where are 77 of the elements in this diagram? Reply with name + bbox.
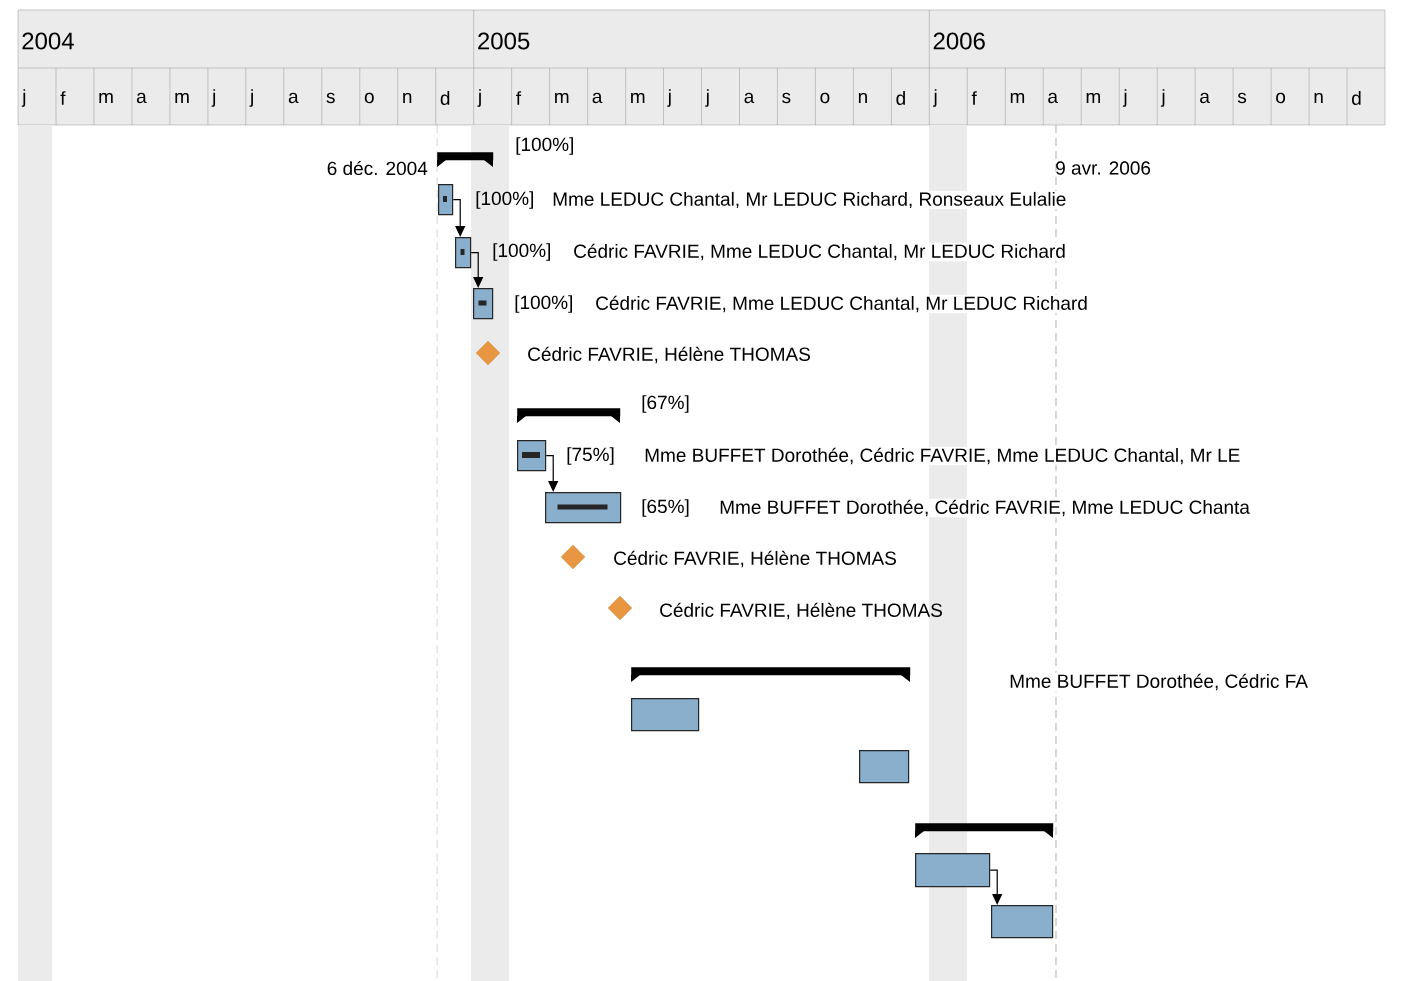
task-label: [100%] (493, 243, 550, 261)
month-label: n (403, 92, 412, 104)
task-bar (859, 750, 910, 784)
summary-bar (437, 152, 494, 167)
task-label: Mme LEDUC Chantal, Mr LEDUC Richard, Ronseaux Eulalie (553, 191, 1066, 209)
month-label: d (1352, 91, 1361, 105)
year-label: 2005 (478, 32, 530, 50)
month-label: m (555, 92, 569, 104)
milestone-diamond (560, 544, 586, 570)
task-bar (545, 492, 622, 524)
month-label: o (364, 92, 374, 104)
task-label: Cédric FAVRIE, Hélène THOMAS (660, 602, 942, 620)
milestone-diamond (475, 340, 501, 366)
month-label: s (1237, 92, 1247, 104)
month-label: n (1314, 92, 1323, 104)
task-bar (991, 905, 1054, 939)
month-label: d (440, 91, 450, 105)
month-label: m (175, 92, 189, 104)
month-label: a (1048, 92, 1058, 104)
month-label: f (60, 91, 66, 105)
month-label: j (477, 89, 481, 107)
task-label: Cédric FAVRIE, Hélène THOMAS (528, 346, 810, 364)
task-label: Cédric FAVRIE, Mme LEDUC Chantal, Mr LEDUC Richard (596, 295, 1087, 313)
task-label: Cédric FAVRIE, Mme LEDUC Chantal, Mr LEDUC Richard (574, 243, 1065, 261)
month-label: n (858, 92, 867, 104)
arrow (452, 199, 466, 237)
arrow (545, 455, 559, 492)
month-label: j (21, 89, 26, 107)
month-label: j (667, 89, 671, 107)
task-label: [100%] (516, 137, 573, 155)
task-bar (473, 288, 494, 320)
arrow (470, 252, 484, 288)
summary-bar (915, 823, 1054, 838)
month-label: j (1160, 89, 1165, 107)
month-label: f (516, 91, 522, 105)
month-label: j (211, 89, 216, 107)
summary-bar (631, 667, 911, 682)
summary-bar (517, 408, 621, 423)
task-label: Mme BUFFET Dorothée, Cédric FAVRIE, Mme LEDUC Chanta (720, 499, 1250, 517)
date-label: 9 avr. 2006 (1056, 161, 1151, 175)
month-label: s (782, 92, 791, 104)
month-label: m (99, 92, 113, 104)
month-label: j (249, 89, 253, 107)
year-label: 2004 (22, 32, 74, 50)
month-label: d (896, 91, 905, 105)
task-label: Mme BUFFET Dorothée, Cédric FA (1010, 673, 1308, 691)
milestone-diamond (607, 595, 633, 621)
month-label: j (933, 89, 937, 107)
month-label: m (631, 92, 645, 104)
task-bar (631, 698, 700, 732)
month-label: a (592, 92, 603, 104)
month-label: a (744, 92, 755, 104)
month-label: j (705, 89, 709, 107)
month-label: j (1122, 89, 1127, 107)
task-label: [65%] (642, 499, 689, 517)
month-label: o (820, 92, 830, 104)
month-label: s (326, 92, 335, 104)
arrow (989, 869, 1003, 905)
month-label: f (971, 91, 977, 105)
month-label: a (288, 92, 299, 104)
task-label: Cédric FAVRIE, Hélène THOMAS (614, 550, 896, 568)
month-label: a (136, 92, 147, 104)
task-label: [100%] (515, 295, 572, 313)
month-label: m (1086, 92, 1100, 104)
task-bar (517, 440, 547, 472)
task-bar (455, 237, 472, 269)
task-bar (915, 853, 991, 888)
task-label: [75%] (567, 447, 614, 465)
task-label: [100%] (476, 191, 533, 209)
date-label: 6 déc. 2004 (327, 160, 428, 176)
task-bar (438, 184, 454, 216)
month-label: o (1276, 92, 1286, 104)
month-label: m (1010, 92, 1025, 104)
task-label: Mme BUFFET Dorothée, Cédric FAVRIE, Mme LEDUC Chantal, Mr LE (645, 447, 1240, 465)
month-label: a (1200, 92, 1210, 104)
year-label: 2006 (933, 32, 985, 50)
task-label: [67%] (642, 395, 689, 413)
